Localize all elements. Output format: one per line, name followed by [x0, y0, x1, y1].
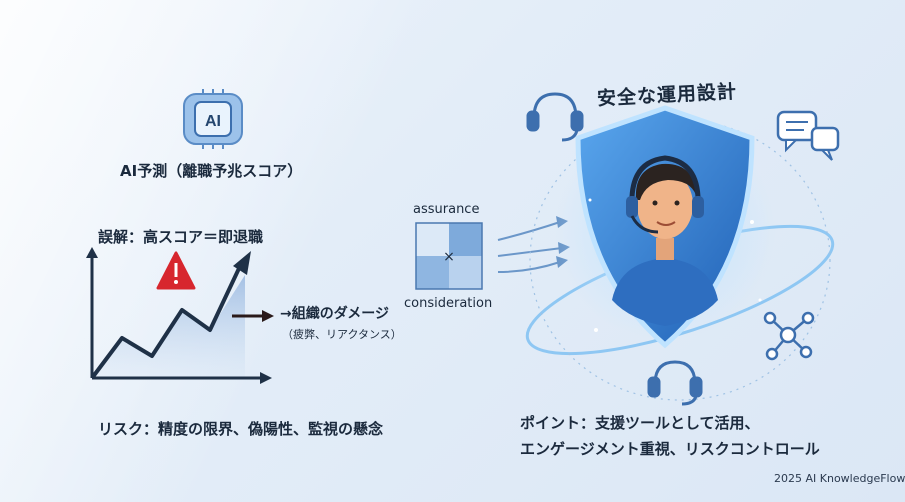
headset-icon-bottom — [647, 360, 703, 406]
support-agent-avatar — [612, 155, 718, 326]
consideration-label: consideration — [404, 296, 493, 311]
assurance-consideration-grid — [415, 222, 483, 290]
point-line-1: ポイント：支援ツールとして活用、 — [520, 414, 760, 432]
orbit-circle — [529, 119, 831, 401]
assurance-label: assurance — [413, 202, 480, 217]
ai-chip-text: AI — [205, 113, 221, 130]
risk-chart — [86, 247, 274, 384]
network-icon — [763, 311, 815, 361]
ai-chip-icon — [183, 89, 243, 149]
sparkles — [588, 198, 762, 332]
risk-label: リスク：精度の限界、偽陽性、監視の懸念 — [98, 420, 384, 438]
chat-bubble-icon — [776, 110, 840, 161]
misconception-label: 誤解：高スコア＝即退職 — [98, 228, 264, 246]
flow-arrows — [497, 221, 563, 273]
organization-damage-label: →組織のダメージ — [280, 306, 390, 322]
organization-damage-detail: （疲弊、リアクタンス） — [282, 328, 402, 341]
warning-icon — [156, 251, 196, 290]
cross-symbol: × — [443, 249, 455, 265]
point-line-2: エンゲージメント重視、リスクコントロール — [520, 440, 820, 458]
ai-prediction-title: AI予測（離職予兆スコア） — [120, 162, 303, 180]
credit-text: 2025 AI KnowledgeFlow — [774, 472, 905, 485]
headset-icon — [526, 92, 584, 142]
